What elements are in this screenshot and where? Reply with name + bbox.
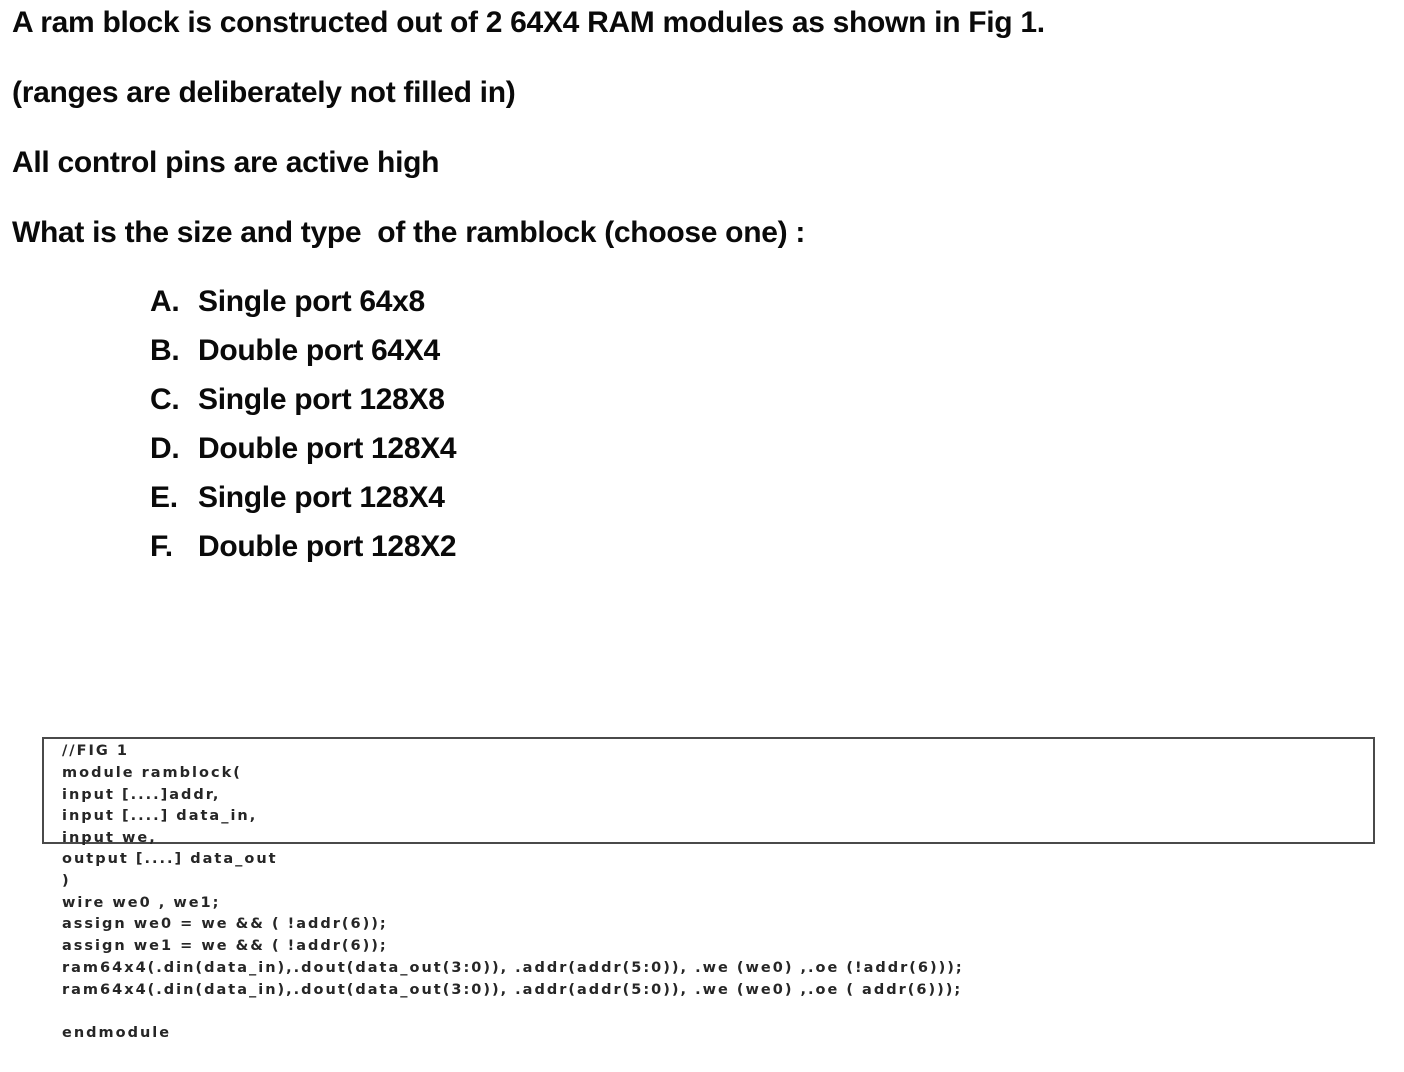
option-a: A. Single port 64x8 <box>150 285 456 334</box>
options-list: A. Single port 64x8 B. Double port 64X4 … <box>150 285 457 579</box>
option-f-letter: F. <box>150 530 173 563</box>
fig1-verilog-code: //FIG 1 module ramblock( input [....]add… <box>42 737 1375 1045</box>
option-b-letter: B. <box>150 334 180 367</box>
question-note: (ranges are deliberately not filled in) <box>12 76 516 109</box>
option-f-text: Double port 128X2 <box>198 530 457 563</box>
code-line-assign-we0: assign we0 = we && ( !addr(6)); <box>62 916 388 933</box>
code-line-close-paren: ) <box>62 872 71 889</box>
option-e: E. Single port 128X4 <box>150 481 456 530</box>
option-d: D. Double port 128X4 <box>150 432 457 481</box>
question-prompt: What is the size and type of the rambloc… <box>12 216 806 249</box>
code-line-module-decl: module ramblock( <box>62 764 242 781</box>
option-c-text: Single port 128X8 <box>198 383 445 416</box>
code-line-assign-we1: assign we1 = we && ( !addr(6)); <box>62 938 388 955</box>
option-c: C. Single port 128X8 <box>150 383 456 432</box>
code-line-blank <box>62 1002 1375 1024</box>
question-condition: All control pins are active high <box>12 146 440 179</box>
code-line-output-data-out: output [....] data_out <box>62 851 278 867</box>
code-line-input-we: input we, <box>62 830 157 847</box>
option-b-text: Double port 64X4 <box>198 334 440 367</box>
fig1-code-textbox: //FIG 1 module ramblock( input [....]add… <box>42 737 1375 846</box>
code-line-fig-caption: //FIG 1 <box>62 743 129 759</box>
code-line-endmodule: endmodule <box>62 1025 172 1042</box>
option-d-letter: D. <box>150 432 180 465</box>
option-a-text: Single port 64x8 <box>198 285 425 318</box>
question-intro: A ram block is constructed out of 2 64X4… <box>12 6 1045 39</box>
code-line-ram-instance-0: ram64x4(.din(data_in),.dout(data_out(3:0… <box>62 959 964 976</box>
code-line-input-addr: input [....]addr, <box>62 786 221 803</box>
option-e-text: Single port 128X4 <box>198 481 445 514</box>
option-b: B. Double port 64X4 <box>150 334 456 383</box>
option-a-letter: A. <box>150 285 180 318</box>
code-line-ram-instance-1: ram64x4(.din(data_in),.dout(data_out(3:0… <box>62 981 963 998</box>
option-f: F. Double port 128X2 <box>150 530 457 579</box>
option-e-letter: E. <box>150 481 178 514</box>
option-c-letter: C. <box>150 383 180 416</box>
code-line-wire-decl: wire we0 , we1; <box>62 894 221 911</box>
option-d-text: Double port 128X4 <box>198 432 457 465</box>
fig1-code-overflow: output [....] data_out ) wire we0 , we1;… <box>42 849 1375 1045</box>
code-line-input-data-in: input [....] data_in, <box>62 808 258 825</box>
